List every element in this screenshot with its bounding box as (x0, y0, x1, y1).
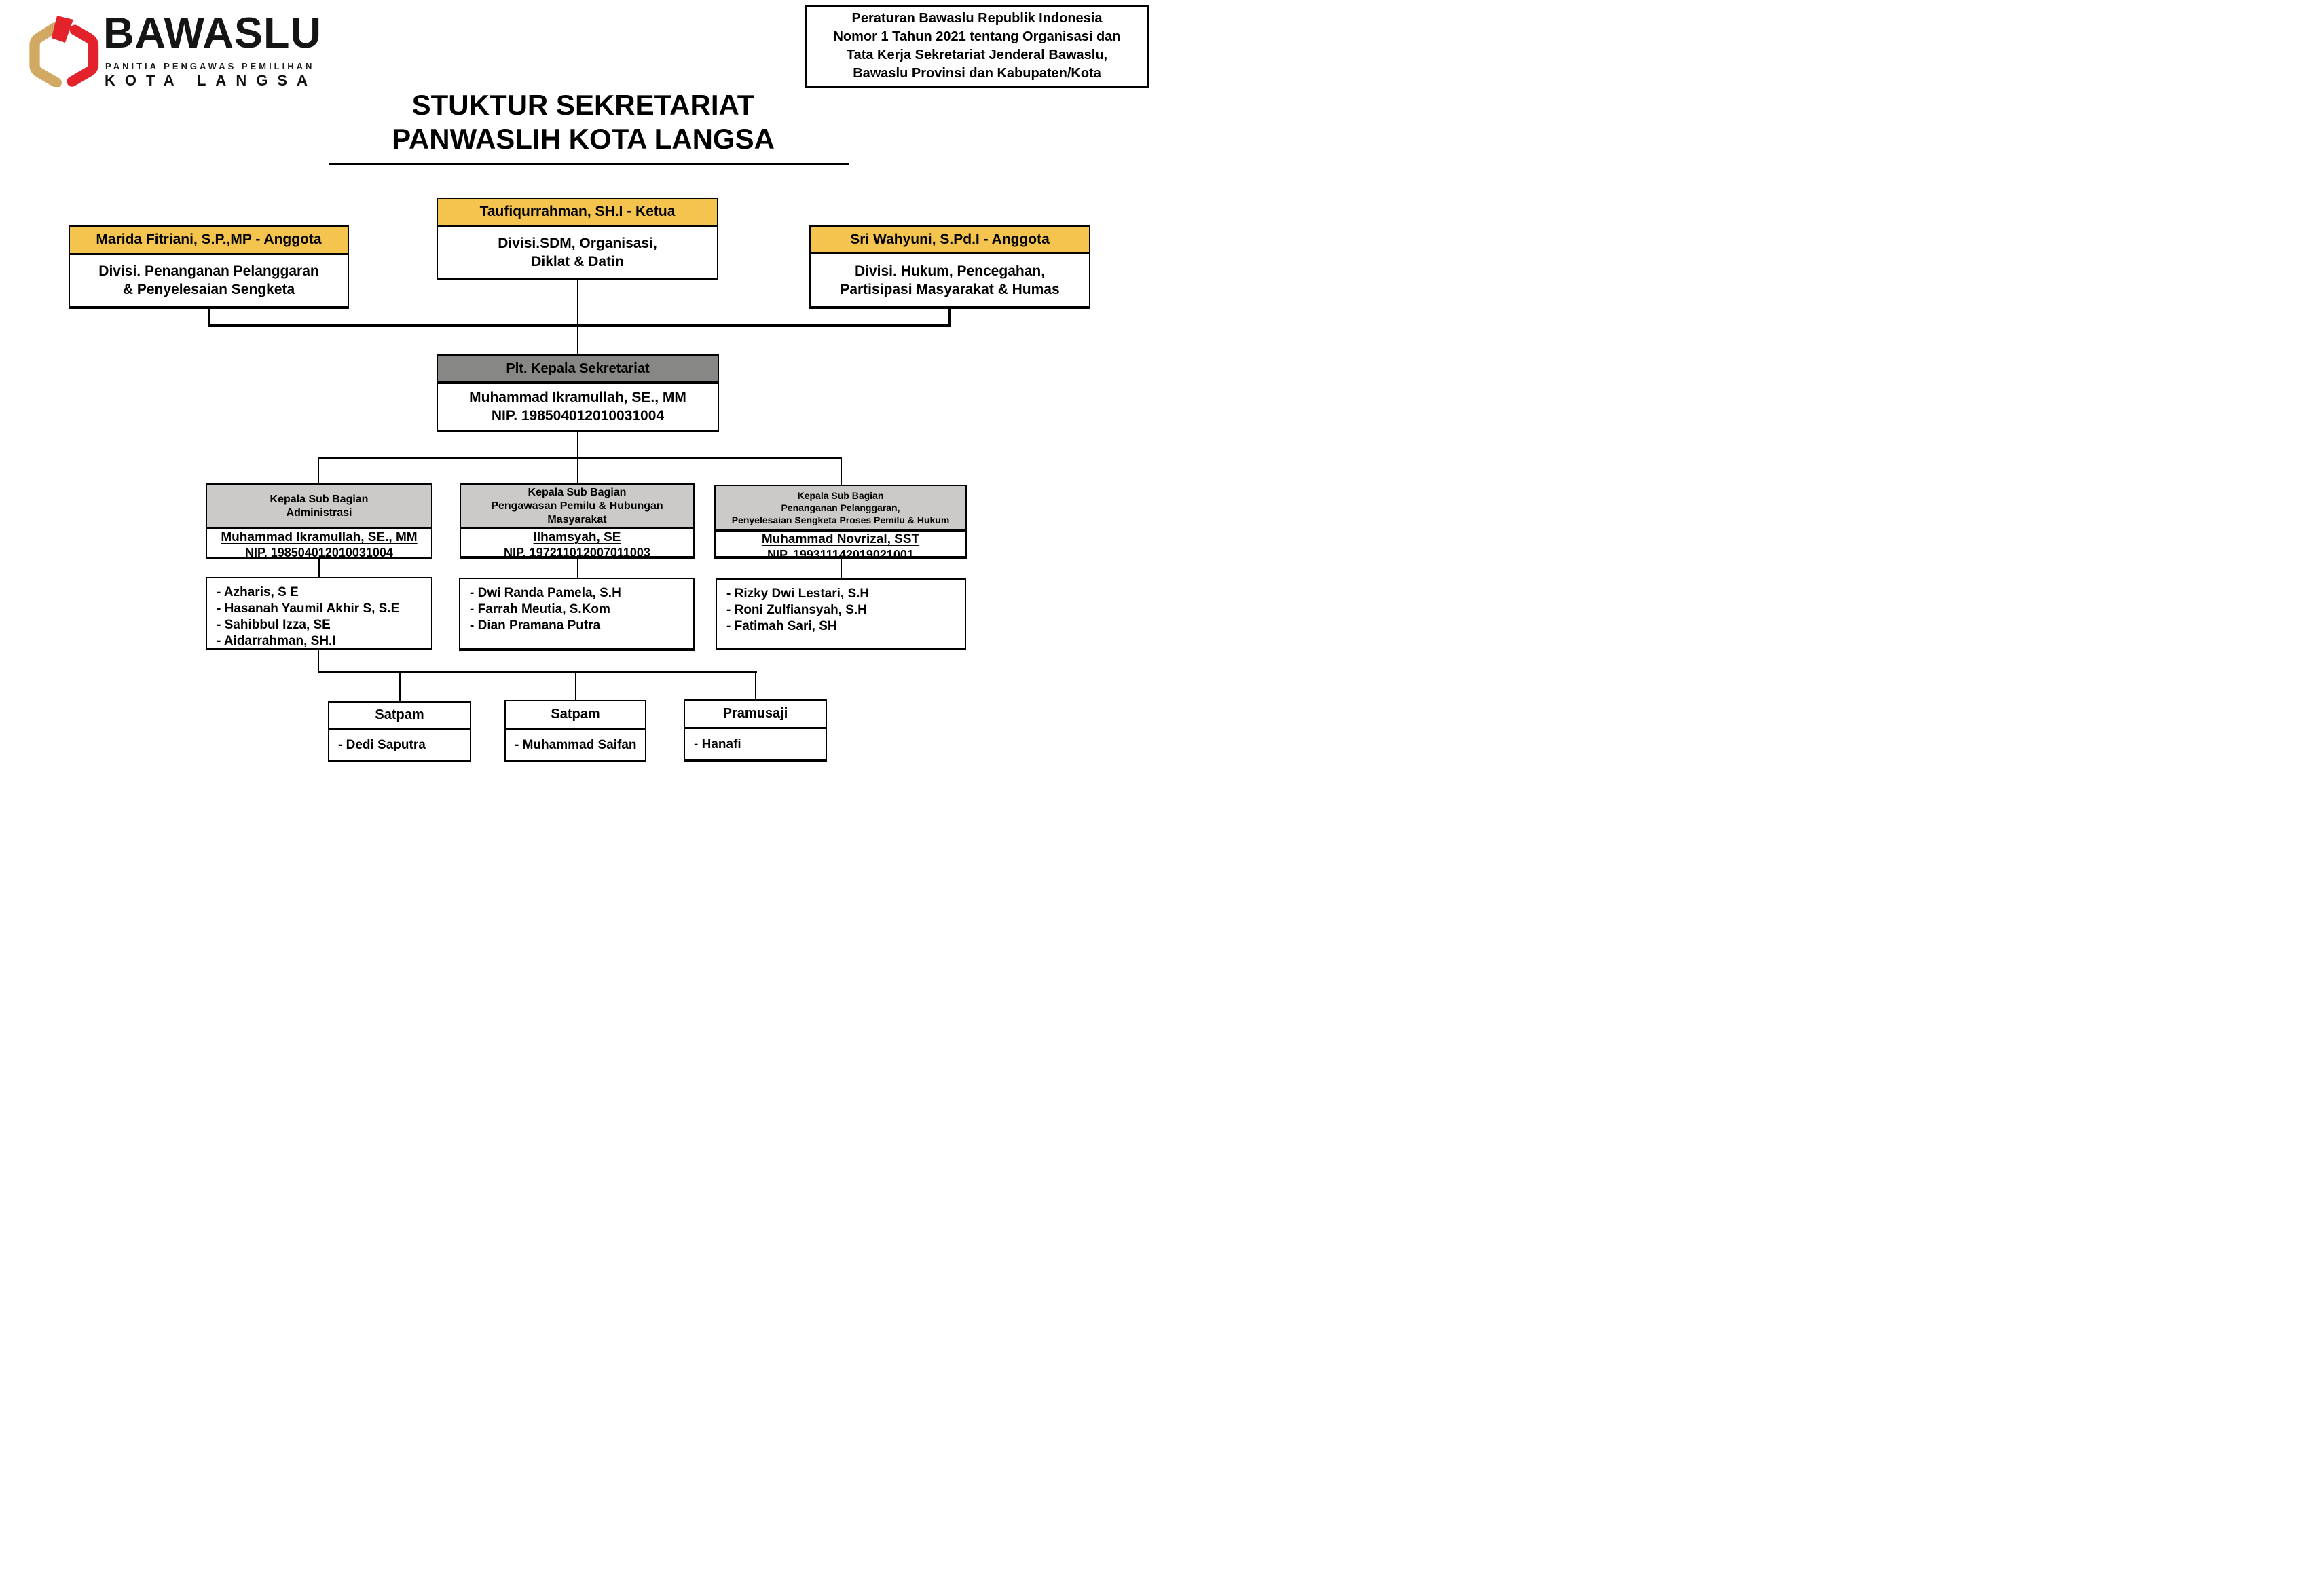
connector-support-horizontal (318, 671, 757, 673)
connector-penanganan-staff (841, 559, 842, 578)
commissioner-sri-division-line1: Divisi. Hukum, Pencegahan, (854, 263, 1046, 279)
page-title-line1: STUKTUR SEKRETARIAT (411, 89, 755, 121)
connector-right-commissioner-down (948, 309, 951, 326)
logo-brand-text: BAWASLU (103, 10, 322, 57)
connector-left-commissioner-down (208, 309, 210, 326)
subbagian-penanganan-nip: NIP. 199311142019021001 (767, 548, 914, 561)
subbagian-pengawasan-name: Ilhamsyah, SE (533, 530, 621, 544)
commissioner-marida-division-line2: & Penyelesaian Sengketa (122, 282, 295, 297)
connector-subbagian-horizontal (318, 457, 842, 459)
subbagian-administrasi-nip: NIP. 198504012010031004 (245, 546, 393, 559)
staff-list-administrasi: - Azharis, S E - Hasanah Yaumil Akhir S,… (206, 577, 432, 650)
subbagian-pengawasan-header: Kepala Sub Bagian Pengawasan Pemilu & Hu… (461, 485, 693, 529)
secretariat-head-title: Plt. Kepala Sekretariat (438, 356, 718, 384)
commissioner-marida-division-line1: Divisi. Penanganan Pelanggaran (98, 263, 319, 279)
bawaslu-logo-icon (29, 15, 99, 87)
logo-subtitle-text: PANITIA PENGAWAS PEMILIHAN (105, 61, 315, 71)
regulation-note-line2: Nomor 1 Tahun 2021 tentang Organisasi da… (833, 29, 1121, 44)
subbagian-penanganan-box: Kepala Sub Bagian Penanganan Pelanggaran… (714, 485, 967, 561)
commissioner-marida-header: Marida Fitriani, S.P.,MP - Anggota (70, 227, 348, 255)
support-satpam-1-member: - Dedi Saputra (338, 737, 426, 752)
secretariat-head-name: Muhammad Ikramullah, SE., MM (469, 390, 686, 405)
staff-member: - Roni Zulfiansyah, S.H (726, 603, 867, 617)
subbagian-administrasi-name: Muhammad Ikramullah, SE., MM (221, 530, 418, 544)
connector-commissioners-horizontal (208, 324, 951, 327)
support-satpam-1-header: Satpam (329, 703, 470, 730)
logo-region-text: KOTA LANGSA (105, 72, 317, 89)
connector-to-satpam-2 (575, 673, 576, 700)
support-pramusaji-box: Pramusaji - Hanafi (684, 699, 827, 762)
secretariat-head-nip: NIP. 198504012010031004 (491, 408, 665, 424)
subbagian-administrasi-header: Kepala Sub Bagian Administrasi (207, 485, 431, 529)
subbagian-administrasi-header-line2: Administrasi (286, 506, 352, 519)
support-satpam-1-box: Satpam - Dedi Saputra (328, 701, 471, 762)
commissioner-sri-box: Sri Wahyuni, S.Pd.I - Anggota Divisi. Hu… (809, 225, 1090, 309)
staff-list-pengawasan: - Dwi Randa Pamela, S.H - Farrah Meutia,… (459, 578, 695, 651)
org-chart: BAWASLU PANITIA PENGAWAS PEMILIHAN KOTA … (0, 0, 1162, 792)
subbagian-penanganan-header: Kepala Sub Bagian Penanganan Pelanggaran… (716, 486, 965, 532)
subbagian-penanganan-header-line2: Penanganan Pelanggaran, (781, 502, 900, 513)
chairman-taufiqurrahman-box: Taufiqurrahman, SH.I - Ketua Divisi.SDM,… (437, 198, 718, 280)
staff-member: - Rizky Dwi Lestari, S.H (726, 586, 870, 601)
regulation-note-line3: Tata Kerja Sekretariat Jenderal Bawaslu, (846, 48, 1108, 62)
regulation-note-line1: Peraturan Bawaslu Republik Indonesia (851, 11, 1103, 26)
page-title: STUKTUR SEKRETARIAT PANWASLIH KOTA LANGS… (310, 88, 857, 156)
support-pramusaji-header: Pramusaji (685, 701, 826, 729)
connector-administrasi-staff (318, 559, 320, 577)
secretariat-head-box: Plt. Kepala Sekretariat Muhammad Ikramul… (437, 354, 719, 432)
support-satpam-2-box: Satpam - Muhammad Saifan (504, 700, 646, 762)
staff-member: - Fatimah Sari, SH (726, 619, 837, 633)
staff-member: - Hasanah Yaumil Akhir S, S.E (217, 601, 400, 616)
staff-member: - Farrah Meutia, S.Kom (470, 602, 610, 616)
support-satpam-2-member: - Muhammad Saifan (515, 737, 637, 752)
commissioner-marida-box: Marida Fitriani, S.P.,MP - Anggota Divis… (69, 225, 349, 309)
chairman-division-line1: Divisi.SDM, Organisasi, (498, 235, 657, 251)
subbagian-penanganan-name: Muhammad Novrizal, SST (761, 532, 920, 546)
connector-chairman-to-secretariat (577, 280, 578, 355)
page-title-line2: PANWASLIH KOTA LANGSA (392, 123, 775, 155)
subbagian-penanganan-header-line1: Kepala Sub Bagian (797, 490, 884, 501)
staff-member: - Dian Pramana Putra (470, 618, 601, 633)
subbagian-administrasi-box: Kepala Sub Bagian Administrasi Muhammad … (206, 483, 432, 559)
support-pramusaji-member: - Hanafi (694, 737, 741, 751)
connector-to-pramusaji (755, 673, 756, 699)
commissioner-sri-header: Sri Wahyuni, S.Pd.I - Anggota (811, 227, 1089, 254)
connector-to-pengawasan (577, 459, 578, 483)
subbagian-penanganan-header-line3: Penyelesaian Sengketa Proses Pemilu & Hu… (731, 515, 950, 525)
subbagian-pengawasan-box: Kepala Sub Bagian Pengawasan Pemilu & Hu… (460, 483, 695, 559)
subbagian-pengawasan-header-line1: Kepala Sub Bagian (528, 486, 627, 498)
connector-secretariat-down (577, 432, 578, 459)
staff-member: - Sahibbul Izza, SE (217, 618, 331, 632)
connector-support-stem (318, 650, 319, 673)
commissioner-sri-division-line2: Partisipasi Masyarakat & Humas (840, 281, 1060, 297)
title-underline (329, 163, 849, 165)
chairman-division-line2: Diklat & Datin (531, 253, 624, 269)
connector-to-satpam-1 (399, 673, 401, 701)
support-satpam-2-header: Satpam (506, 701, 645, 730)
connector-to-penanganan (841, 459, 842, 485)
staff-member: - Dwi Randa Pamela, S.H (470, 586, 621, 600)
connector-pengawasan-staff (577, 559, 578, 578)
regulation-note-box: Peraturan Bawaslu Republik Indonesia Nom… (805, 5, 1149, 88)
subbagian-administrasi-header-line1: Kepala Sub Bagian (270, 493, 369, 505)
regulation-note-line4: Bawaslu Provinsi dan Kabupaten/Kota (853, 66, 1101, 81)
subbagian-pengawasan-nip: NIP. 197211012007011003 (504, 546, 650, 559)
connector-to-administrasi (318, 459, 319, 483)
staff-member: - Azharis, S E (217, 585, 299, 599)
staff-member: - Aidarrahman, SH.I (217, 634, 336, 648)
subbagian-pengawasan-header-line2: Pengawasan Pemilu & Hubungan Masyarakat (491, 500, 663, 525)
chairman-taufiqurrahman-header: Taufiqurrahman, SH.I - Ketua (438, 199, 717, 227)
staff-list-penanganan: - Rizky Dwi Lestari, S.H - Roni Zulfians… (716, 578, 966, 650)
